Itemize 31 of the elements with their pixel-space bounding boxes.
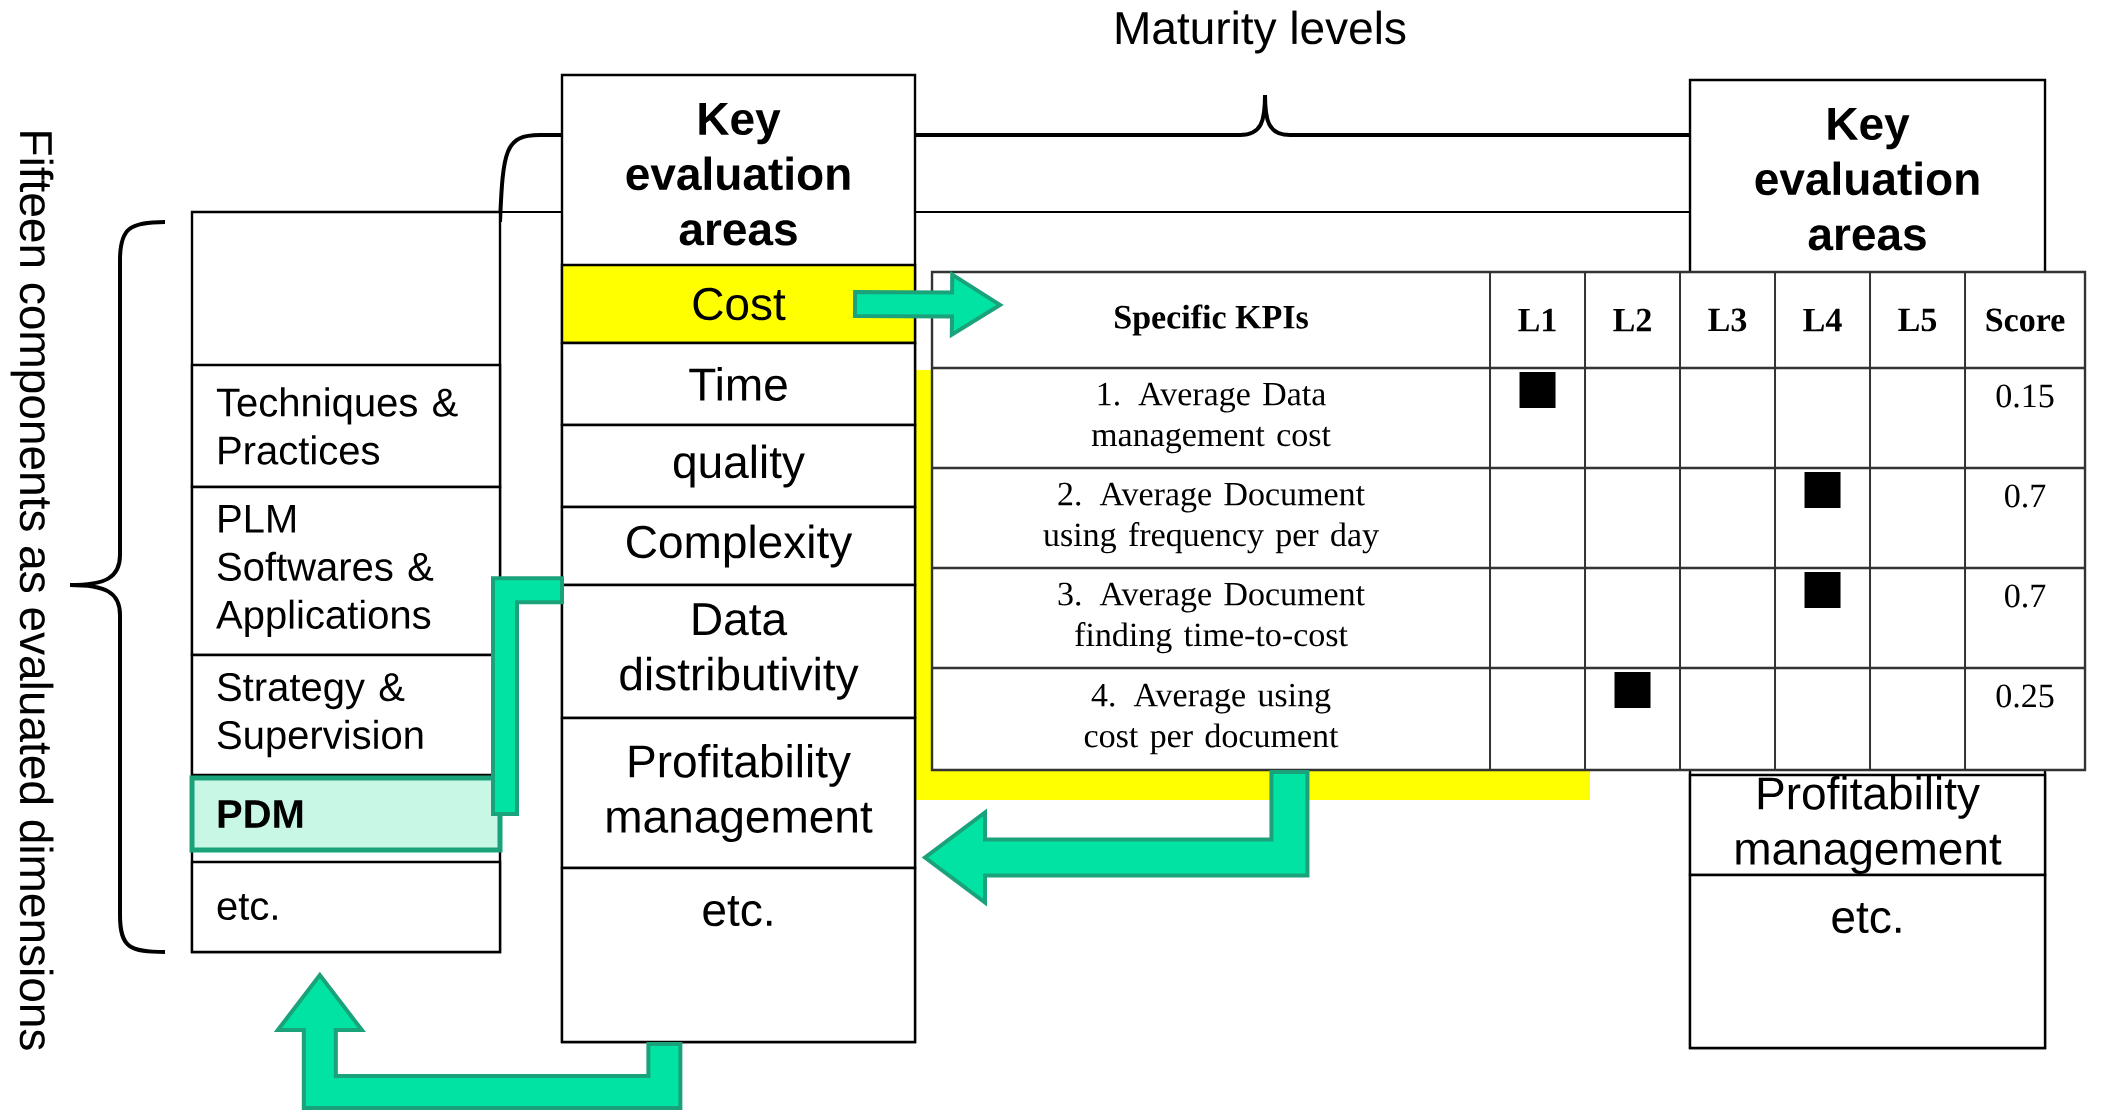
highlighted-cell: Cost: [560, 263, 917, 345]
block-arrow: [491, 576, 564, 816]
axis-title: Fifteen components as evaluated dimensions: [10, 132, 54, 1050]
table-cell: 2. Average Document using frequency per day: [1043, 482, 1379, 554]
table-header: L4: [1803, 308, 1842, 332]
area-cell: Complexity: [560, 505, 917, 587]
table-cell: 0.7: [2005, 584, 2046, 608]
area-cell: etc.: [1688, 873, 2047, 1050]
heading: Maturity levels: [1116, 10, 1406, 54]
area-cell: Data distributivity: [560, 583, 917, 720]
component-cell: Strategy & Supervision: [190, 653, 502, 777]
table-header: L1: [1518, 308, 1556, 332]
area-cell: etc.: [560, 866, 917, 1044]
table-cell: 3. Average Document finding time-to-cost: [1058, 582, 1365, 654]
block-arrow: [852, 270, 1004, 339]
table-header: L3: [1708, 308, 1747, 332]
table-header: Specific KPIs: [1115, 304, 1308, 336]
table-header: L2: [1613, 308, 1651, 332]
area-cell: quality: [560, 423, 917, 509]
component-cell: etc.: [190, 860, 502, 954]
block-arrow: [273, 971, 683, 1110]
area-cell: Profitability management: [560, 716, 917, 870]
highlighted-cell: PDM: [189, 775, 503, 853]
component-cell: PLM Softwares & Applications: [190, 485, 502, 657]
table-cell: 4. Average using cost per document: [1084, 683, 1339, 755]
table-header: L5: [1898, 308, 1937, 332]
area-cell: Time: [560, 341, 917, 427]
table-cell: 0.7: [2005, 484, 2046, 508]
table-cell: 1. Average Data management cost: [1091, 382, 1331, 454]
block-arrow: [921, 770, 1310, 907]
component-cell: Techniques & Practices: [190, 363, 502, 489]
